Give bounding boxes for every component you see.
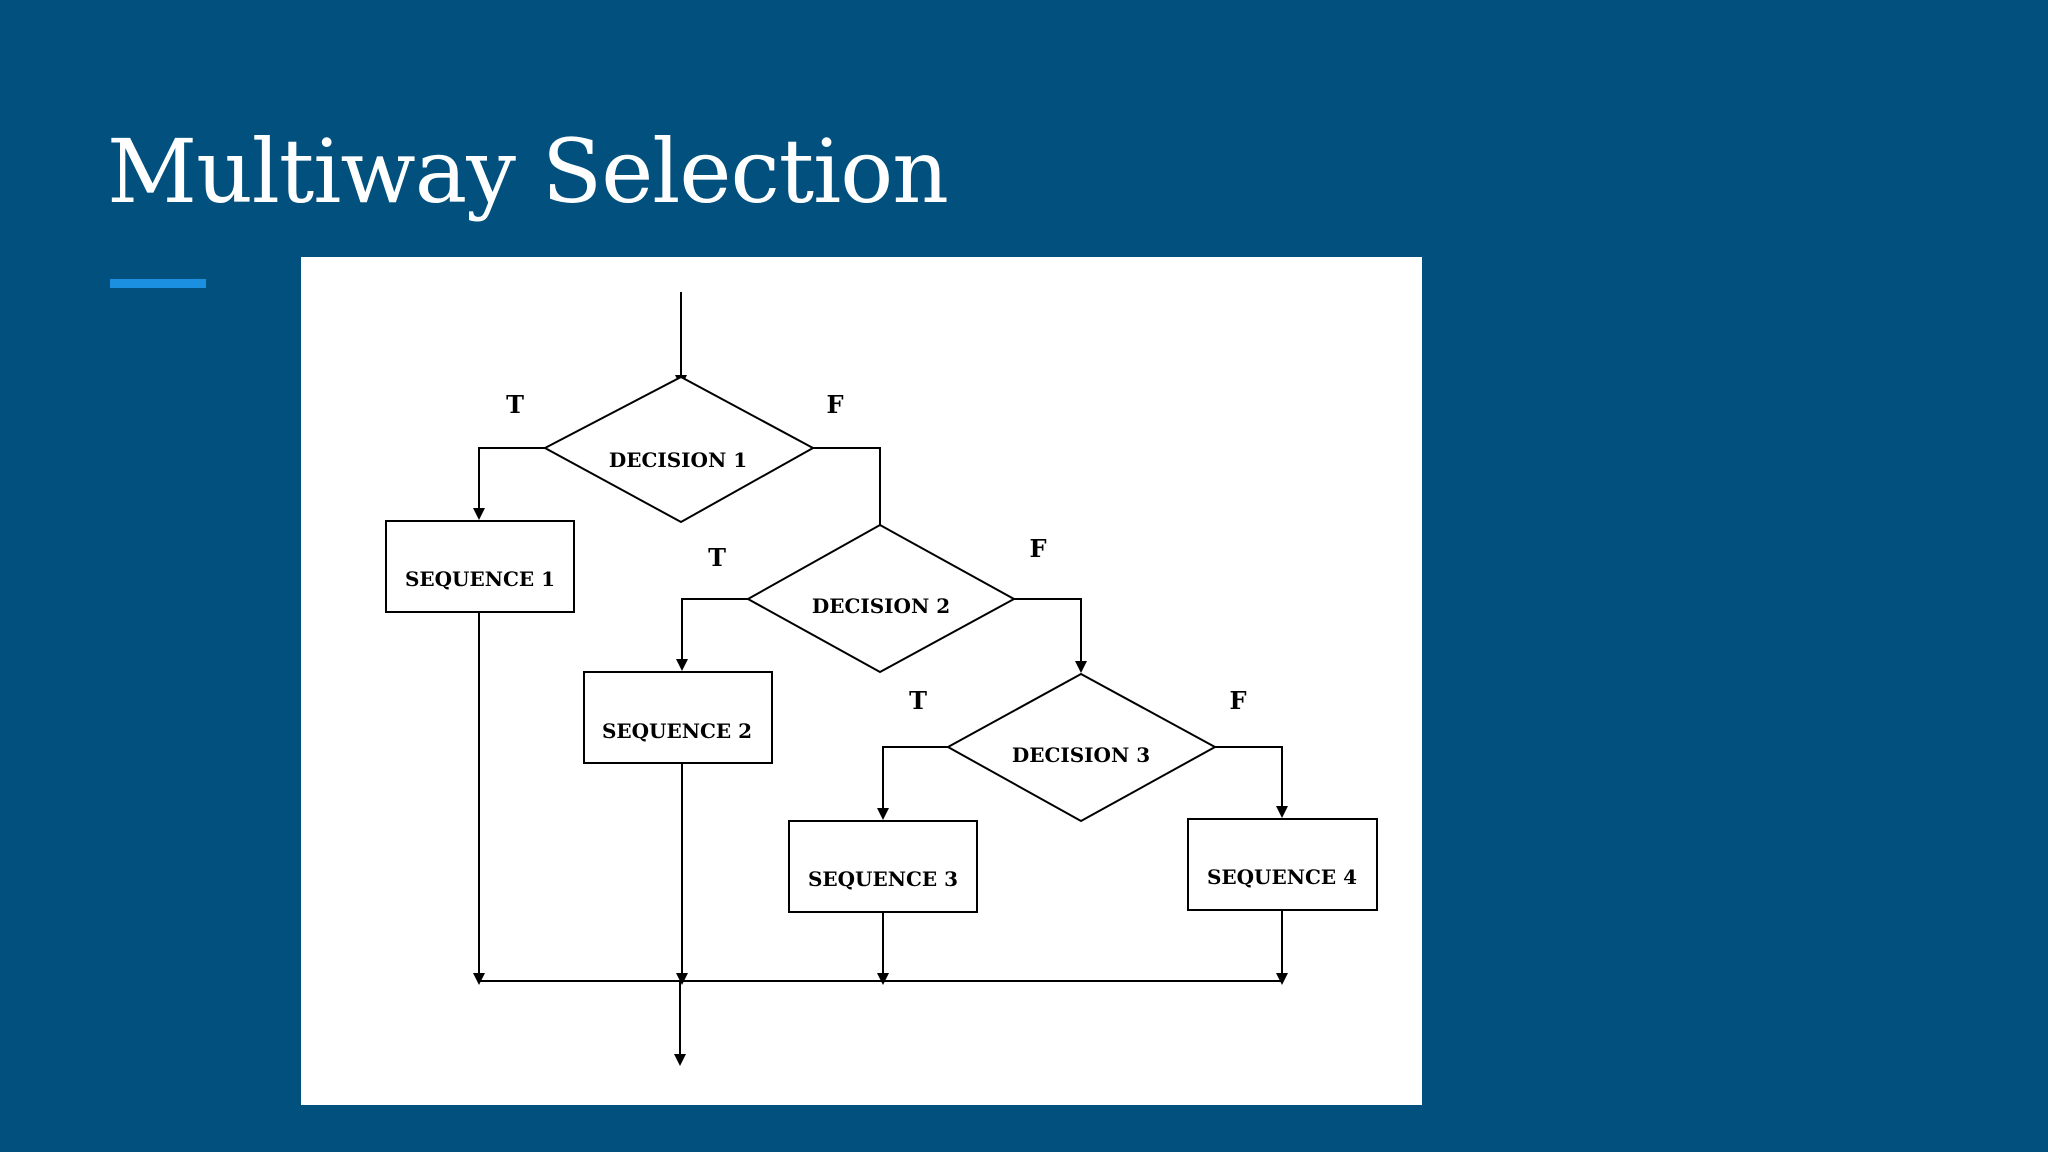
edge-decision-2-to-decision-3: [1014, 598, 1087, 673]
decision-2-false-label: F: [1029, 534, 1046, 563]
edge-decision-1-to-decision-2: [813, 447, 881, 525]
decision-2-node: DECISION 2: [745, 523, 1017, 674]
decision-2-true-label: T: [708, 543, 726, 572]
sequence-2-node: SEQUENCE 2: [583, 671, 773, 764]
edge-decision-3-to-sequence-4: [1215, 746, 1288, 818]
sequence-2-label: SEQUENCE 2: [602, 719, 752, 743]
sequence-1-label: SEQUENCE 1: [405, 567, 555, 591]
edge-sequence-1-to-join: [473, 612, 485, 985]
flowchart-svg: DECISION 1 T F SEQUENCE 1 DECISION 2 T F: [385, 292, 1378, 1066]
edge-start-to-decision-1: [675, 292, 687, 387]
decision-1-label: DECISION 1: [609, 448, 747, 472]
sequence-3-node: SEQUENCE 3: [788, 820, 978, 913]
edge-decision-2-to-sequence-2: [676, 598, 748, 671]
decision-1-node: DECISION 1: [542, 375, 816, 524]
flowchart-image: DECISION 1 T F SEQUENCE 1 DECISION 2 T F: [301, 257, 1422, 1105]
edge-decision-3-to-sequence-3: [877, 746, 948, 820]
edge-sequence-4-to-join: [1276, 910, 1288, 985]
edge-sequence-2-to-join: [676, 763, 688, 985]
sequence-1-node: SEQUENCE 1: [385, 520, 575, 613]
decision-2-label: DECISION 2: [812, 594, 950, 618]
decision-1-true-label: T: [506, 390, 524, 419]
decision-3-false-label: F: [1229, 686, 1246, 715]
sequence-4-node: SEQUENCE 4: [1187, 818, 1378, 911]
title-accent-bar: [110, 279, 206, 288]
decision-3-node: DECISION 3: [945, 672, 1218, 823]
edge-join-to-end: [674, 981, 686, 1066]
sequence-4-label: SEQUENCE 4: [1207, 865, 1357, 889]
decision-3-true-label: T: [909, 686, 927, 715]
slide-title: Multiway Selection: [107, 120, 949, 223]
edge-sequence-3-to-join: [877, 912, 889, 985]
decision-3-label: DECISION 3: [1012, 743, 1150, 767]
sequence-3-label: SEQUENCE 3: [808, 867, 958, 891]
edge-decision-1-to-sequence-1: [473, 447, 545, 520]
decision-1-false-label: F: [826, 390, 843, 419]
